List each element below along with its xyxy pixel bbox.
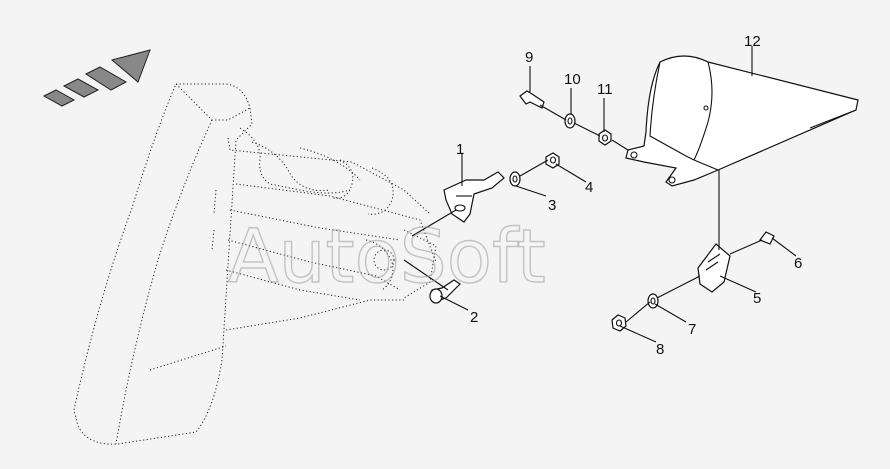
part-5-clamp-plate	[697, 243, 731, 293]
leader-lines	[439, 46, 797, 343]
assembly-lines	[403, 104, 763, 323]
direction-arrow-icon	[42, 49, 151, 107]
part-8-nut	[611, 314, 627, 332]
callout-2: 2	[470, 309, 478, 326]
part-2-carriage-bolt	[429, 279, 461, 304]
callout-11: 11	[597, 81, 613, 98]
part-10-washer	[564, 113, 576, 129]
callout-labels: 1 2 3 4 5 6 7 8 9 10 11 12	[456, 33, 802, 358]
part-12-chute-hood	[625, 55, 859, 187]
callout-3: 3	[548, 197, 556, 214]
part-9-bolt	[519, 90, 545, 109]
callout-1: 1	[456, 141, 464, 158]
part-7-washer	[647, 293, 659, 309]
callout-10: 10	[564, 71, 581, 88]
callout-4: 4	[585, 179, 593, 196]
part-1-bracket	[443, 171, 505, 223]
callout-9: 9	[525, 49, 533, 66]
callout-8: 8	[656, 341, 664, 358]
part-6-bolt	[759, 231, 775, 245]
callout-5: 5	[753, 290, 761, 307]
part-4-nut	[545, 152, 560, 169]
callout-6: 6	[794, 255, 802, 272]
auger-housing-outline	[73, 83, 437, 445]
part-11-nut	[598, 129, 612, 146]
watermark-text: AutoSoft	[228, 214, 546, 300]
part-3-washer	[509, 171, 521, 187]
callout-12: 12	[744, 33, 761, 50]
callout-7: 7	[688, 321, 696, 338]
